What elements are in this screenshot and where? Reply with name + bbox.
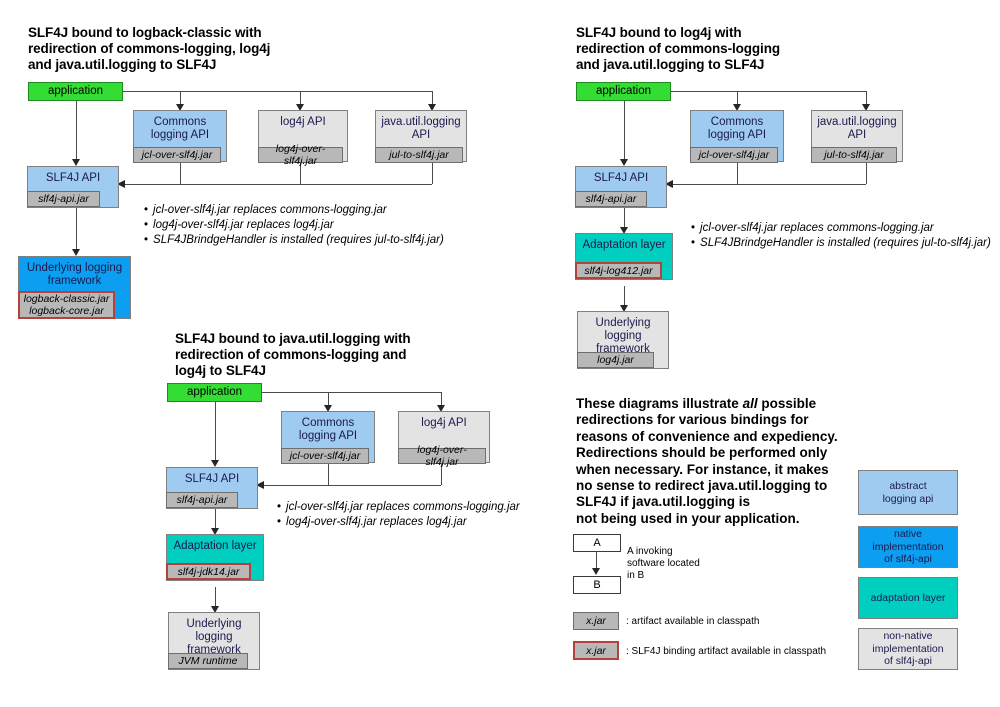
jar-log4j[interactable]: log4j.jar	[577, 352, 654, 368]
connector-bus-to-commons-3	[328, 392, 329, 409]
connector-log4j-down	[300, 162, 301, 184]
legend-swatch-non-native-implementation: non-native implementation of slf4j-api	[858, 628, 958, 670]
connector-app-to-slf4j	[76, 100, 77, 162]
jar-jcl-over-slf4j-2[interactable]: jcl-over-slf4j.jar	[690, 147, 778, 163]
jar-slf4j-jdk14[interactable]: slf4j-jdk14.jar	[166, 563, 251, 580]
legend-invoking-caption: A invoking software located in B	[627, 546, 700, 581]
note-part2: possible redirections for various bindin…	[576, 396, 838, 526]
jar-slf4j-log412[interactable]: slf4j-log412.jar	[575, 262, 662, 279]
bullet-item: SLF4JBrindgeHandler is installed (requir…	[691, 236, 991, 251]
connector-bus-to-jul	[432, 91, 433, 108]
connector-bus-to-commons	[180, 91, 181, 108]
arrowhead-to-log4j	[295, 104, 304, 111]
connector-bus-to-jul-2	[866, 91, 867, 108]
legend-swatch-adaptation-layer: adaptation layer	[858, 577, 958, 619]
connector-bus-to-log4j-3	[441, 392, 442, 409]
connector-app-to-bus	[122, 91, 432, 92]
jar-logback[interactable]: logback-classic.jar logback-core.jar	[18, 291, 115, 319]
connector-slf4j-to-underlying	[76, 208, 77, 252]
jar-jcl-over-slf4j[interactable]: jcl-over-slf4j.jar	[133, 147, 221, 163]
legend-arrowhead-a-b	[591, 568, 600, 575]
bullets-logback-classic: jcl-over-slf4j.jar replaces commons-logg…	[144, 203, 444, 248]
jar-jvm-runtime[interactable]: JVM runtime	[168, 653, 248, 669]
legend-swatch-abstract-logging-api: abstract logging api	[858, 470, 958, 515]
connector-return-bus-3	[263, 485, 441, 486]
jar-jcl-over-slf4j-3[interactable]: jcl-over-slf4j.jar	[281, 448, 369, 464]
connector-bus-to-commons-2	[737, 91, 738, 108]
bullet-item: jcl-over-slf4j.jar replaces commons-logg…	[144, 203, 444, 218]
bullet-item: SLF4JBrindgeHandler is installed (requir…	[144, 233, 444, 248]
node-application-3[interactable]: application	[167, 383, 262, 402]
arrowhead-to-commons	[175, 104, 184, 111]
bullet-item: log4j-over-slf4j.jar replaces log4j.jar	[144, 218, 444, 233]
legend-chip-artifact: x.jar	[573, 612, 619, 630]
arrowhead-to-log4j-3	[436, 405, 445, 412]
bullets-log4j: jcl-over-slf4j.jar replaces commons-logg…	[691, 221, 991, 251]
connector-commons-down-3	[328, 463, 329, 485]
legend-swatch-native-implementation: native implementation of slf4j-api	[858, 526, 958, 568]
jar-jul-to-slf4j[interactable]: jul-to-slf4j.jar	[375, 147, 463, 163]
bullet-item: jcl-over-slf4j.jar replaces commons-logg…	[691, 221, 991, 236]
arrowhead-app-to-slf4j	[71, 159, 80, 166]
jar-log4j-over-slf4j[interactable]: log4j-over-slf4j.jar	[258, 143, 343, 167]
legend-binding-artifact-caption: : SLF4J binding artifact available in cl…	[626, 646, 827, 657]
arrowhead-to-adaptation-3	[210, 528, 219, 535]
note-part1: These diagrams illustrate	[576, 396, 743, 411]
connector-adaptation-to-underlying-2	[624, 286, 625, 308]
arrowhead-app-to-slf4j-2	[619, 159, 628, 166]
diagram-title-java-util-logging: SLF4J bound to java.util.logging with re…	[175, 331, 411, 378]
legend-box-a: A	[573, 534, 621, 552]
bullets-java-util-logging: jcl-over-slf4j.jar replaces commons-logg…	[277, 500, 520, 530]
arrowhead-to-slf4j-api-3	[256, 480, 264, 489]
connector-app-to-slf4j-3	[215, 401, 216, 463]
connector-log4j-down-3	[441, 463, 442, 485]
arrowhead-to-commons-2	[732, 104, 741, 111]
connector-jul-down	[432, 162, 433, 184]
connector-commons-down	[180, 162, 181, 184]
connector-return-bus-2	[672, 184, 866, 185]
arrowhead-to-jul	[427, 104, 436, 111]
connector-commons-down-2	[737, 162, 738, 184]
jar-slf4j-api-3[interactable]: slf4j-api.jar	[166, 492, 238, 508]
connector-return-bus	[124, 184, 432, 185]
node-application-2[interactable]: application	[576, 82, 671, 101]
connector-adaptation-to-underlying-3	[215, 587, 216, 609]
bullet-item: jcl-over-slf4j.jar replaces commons-logg…	[277, 500, 520, 515]
arrowhead-to-underlying-2	[619, 305, 628, 312]
legend-box-b: B	[573, 576, 621, 594]
diagram-title-logback-classic: SLF4J bound to logback-classic with redi…	[28, 25, 271, 72]
legend-chip-binding-artifact: x.jar	[573, 641, 619, 660]
jar-slf4j-api-2[interactable]: slf4j-api.jar	[575, 191, 647, 207]
arrowhead-to-adaptation-2	[619, 227, 628, 234]
diagram-title-log4j: SLF4J bound to log4j with redirection of…	[576, 25, 781, 72]
explanatory-note: These diagrams illustrate all possible r…	[576, 396, 876, 527]
arrowhead-to-commons-3	[323, 405, 332, 412]
connector-slf4j-to-adaptation-3	[215, 509, 216, 531]
connector-app-to-bus-3	[262, 392, 442, 393]
connector-app-to-bus-2	[671, 91, 867, 92]
arrowhead-app-to-slf4j-3	[210, 460, 219, 467]
bullet-item: log4j-over-slf4j.jar replaces log4j.jar	[277, 515, 520, 530]
node-application[interactable]: application	[28, 82, 123, 101]
arrowhead-to-underlying	[71, 249, 80, 256]
connector-slf4j-to-adaptation-2	[624, 208, 625, 230]
jar-jul-to-slf4j-2[interactable]: jul-to-slf4j.jar	[811, 147, 897, 163]
arrowhead-to-slf4j-api	[117, 179, 125, 188]
note-emphasis: all	[742, 396, 758, 411]
connector-jul-down-2	[866, 162, 867, 184]
arrowhead-to-jul-2	[861, 104, 870, 111]
jar-slf4j-api[interactable]: slf4j-api.jar	[27, 191, 100, 207]
jar-log4j-over-slf4j-3[interactable]: log4j-over-slf4j.jar	[398, 444, 486, 468]
arrowhead-to-underlying-3	[210, 606, 219, 613]
connector-app-to-slf4j-2	[624, 100, 625, 162]
arrowhead-to-slf4j-api-2	[665, 179, 673, 188]
legend-artifact-caption: : artifact available in classpath	[626, 616, 760, 627]
connector-bus-to-log4j	[300, 91, 301, 108]
legend-connector-a-b	[596, 552, 597, 571]
